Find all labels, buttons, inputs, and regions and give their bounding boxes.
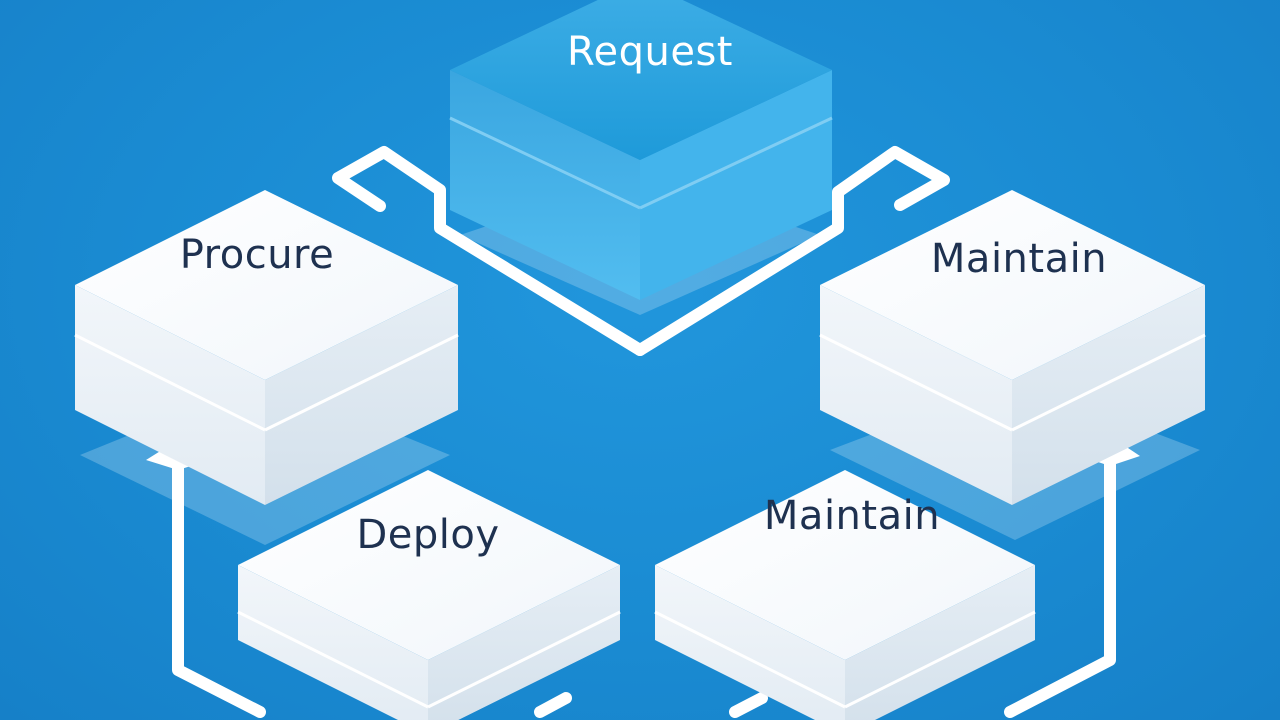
block-label-maintain-lower: Maintain [763,493,941,539]
block-maintain-upper-seam-left [819,333,1013,432]
block-request-left-face [450,70,640,300]
connector-maintain-return [1004,449,1116,718]
block-procure-top-face [75,190,458,380]
block-label-deploy: Deploy [356,512,500,558]
block-deploy-left-face [238,565,428,720]
block-maintain-lower-seam-left [654,610,846,709]
block-maintain-upper-right-face [1012,285,1205,505]
block-procure-seam-right [264,333,459,432]
block-request-seam-right [639,116,833,210]
connector-bottom-right [729,692,768,718]
block-maintain-lower [654,470,1036,720]
block-maintain-lower-right-face [845,565,1035,720]
block-maintain-upper-left-face [820,285,1012,505]
block-procure-left-face [75,285,265,505]
block-maintain-upper-seam-right [1011,333,1206,432]
block-label-procure: Procure [179,232,335,278]
connector-layer [172,146,1116,718]
block-request [449,0,833,300]
block-deploy-seam-left [237,610,429,709]
connector-deploy-procure [172,454,266,718]
block-maintain-upper-top-face [820,190,1205,380]
block-maintain-lower-top-face [655,470,1035,660]
block-maintain-lower-seam-right [844,610,1036,709]
block-deploy [237,470,621,720]
block-label-maintain-upper: Maintain [930,236,1108,282]
block-procure-seam-left [74,333,266,432]
block-request-seam-left [449,116,641,210]
block-request-right-face [640,70,832,300]
block-procure [74,190,459,505]
block-deploy-seam-right [427,610,621,709]
block-procure-right-face [265,285,458,505]
block-deploy-right-face [428,565,620,720]
block-request-top-face [450,0,832,160]
block-maintain-upper [819,190,1206,505]
block-label-request: Request [567,29,733,75]
connector-bottom-left [534,692,572,718]
connector-request-maintain [634,146,950,356]
connector-request-procure [332,146,646,356]
block-maintain-lower-left-face [655,565,845,720]
block-deploy-top-face [238,470,620,660]
